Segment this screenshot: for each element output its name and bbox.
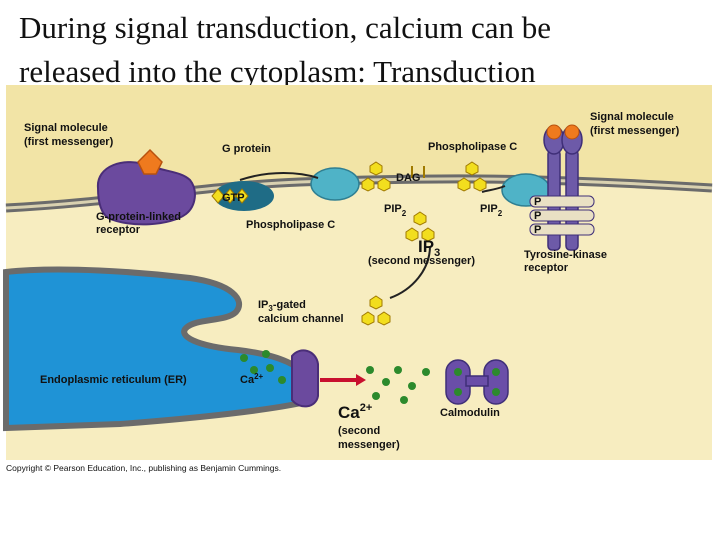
- ip3-molecules-channel: [361, 295, 391, 326]
- signal-molecule-left-label: Signal molecule: [24, 122, 108, 134]
- phosphate-label-2: P: [534, 210, 541, 222]
- second-messenger-ip3-label: (second messenger): [368, 255, 475, 267]
- calmodulin: [445, 359, 509, 405]
- gtp-burst: [211, 188, 249, 204]
- phosphate-label-3: P: [534, 224, 541, 236]
- pip2-right-label: PIP2: [480, 203, 503, 218]
- arrow-ip3-to-channel: [389, 245, 431, 299]
- er-label: Endoplasmic reticulum (ER): [40, 374, 187, 386]
- calcium-ions-cytoplasm: [366, 366, 430, 404]
- arrow-g-to-plc: [239, 172, 319, 181]
- slide-title-line-1: During signal transduction, calcium can …: [19, 10, 552, 45]
- second-messenger-ca-line-2: messenger): [338, 439, 400, 451]
- ca-big-label: Ca2+: [338, 402, 372, 422]
- endoplasmic-reticulum: [3, 266, 309, 432]
- arrow-plc-right: [481, 185, 506, 193]
- gpcr-label-line-2: receptor: [96, 224, 141, 236]
- calmodulin-label: Calmodulin: [440, 407, 500, 419]
- first-messenger-right-label: (first messenger): [590, 125, 680, 137]
- signal-molecule-left: [137, 148, 163, 175]
- pip2-cluster-left: [361, 161, 391, 192]
- second-messenger-ca-line-1: (second: [338, 425, 380, 437]
- slide-title: During signal transduction, calcium can …: [19, 6, 709, 94]
- first-messenger-left-label: (first messenger): [24, 136, 114, 148]
- ip3-molecules: [405, 211, 435, 242]
- phosphate-label-1: P: [534, 196, 541, 208]
- gtp-label: GTP: [222, 192, 245, 204]
- pip2-left-label: PIP2: [384, 203, 407, 218]
- slide-title-line-2: released into the cytoplasm: Transductio…: [19, 54, 536, 89]
- ip3-channel-label-line-2: calcium channel: [258, 313, 344, 325]
- gpcr-label-line-1: G-protein-linked: [96, 211, 181, 223]
- ca-er-label: Ca2+: [240, 372, 264, 386]
- ip3-gated-calcium-channel: [291, 349, 319, 408]
- pathway-arrows: [239, 172, 506, 299]
- g-protein-label: G protein: [222, 143, 271, 155]
- ip3-channel-label-line-1: IP3-gated: [258, 299, 306, 313]
- arrow-calcium-release-head: [356, 374, 366, 386]
- signal-molecule-right-label: Signal molecule: [590, 111, 674, 123]
- dag-label: DAG: [396, 172, 420, 184]
- phospholipase-c-top-label: Phospholipase C: [428, 141, 517, 153]
- phospholipase-c-left-label: Phospholipase C: [246, 219, 335, 231]
- calcium-ions-er: [240, 350, 286, 384]
- phospholipase-c-left: [310, 167, 360, 201]
- rtk-label-line-1: Tyrosine-kinase: [524, 249, 607, 261]
- copyright-text: Copyright © Pearson Education, Inc., pub…: [6, 463, 281, 473]
- ip3-label: IP3: [418, 237, 440, 259]
- pip2-cluster-right: [457, 161, 487, 192]
- phosphate-groups: P P P: [529, 195, 595, 236]
- rtk-label-line-2: receptor: [524, 262, 569, 274]
